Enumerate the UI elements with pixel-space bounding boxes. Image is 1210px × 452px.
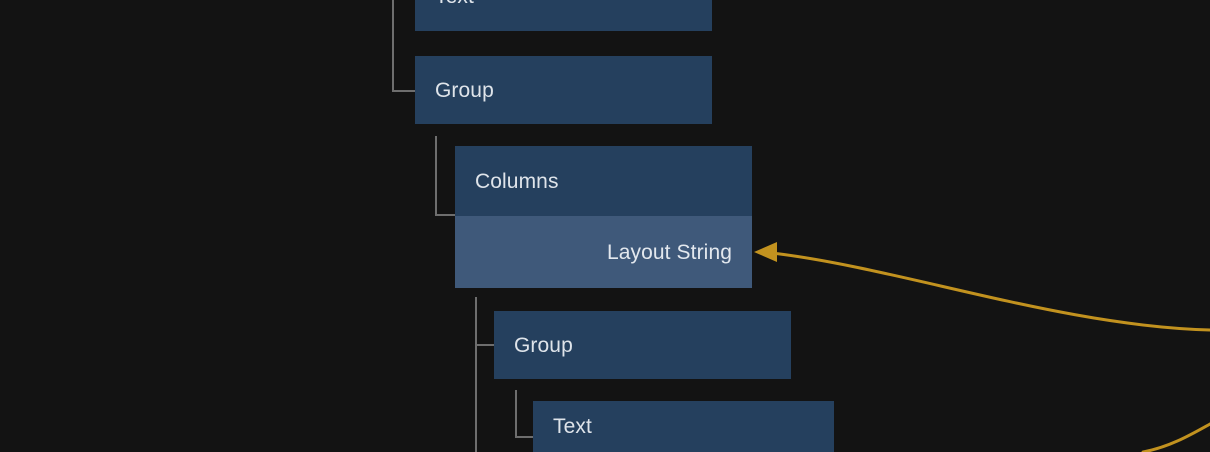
tree-node-text-top[interactable]: Text <box>415 0 712 31</box>
tree-node-label: Group <box>435 78 494 102</box>
arrow-to-layout-string-head <box>754 242 777 262</box>
arrow-to-layout-string <box>770 251 1210 332</box>
tree-node-label: Group <box>514 333 573 357</box>
tree-node-label: Columns <box>475 169 559 193</box>
tree-node-group-lower[interactable]: Group <box>494 311 791 379</box>
conn-lower-to-text <box>515 436 533 438</box>
conn-root-to-group <box>392 90 415 92</box>
conn-root-spine <box>392 0 394 92</box>
arrow-curve-bottom-right <box>1141 422 1210 452</box>
conn-lower-spine <box>515 390 517 438</box>
tree-node-field-layout-string[interactable]: Layout String <box>455 216 752 288</box>
conn-group-to-columns <box>435 214 455 216</box>
conn-columns-spine <box>475 297 477 452</box>
tree-node-label: Text <box>553 415 592 438</box>
conn-columns-to-group <box>475 344 494 346</box>
tree-node-columns[interactable]: Columns <box>455 146 752 216</box>
tree-node-field-label: Layout String <box>606 240 732 264</box>
tree-node-group-upper[interactable]: Group <box>415 56 712 124</box>
tree-node-text-bottom[interactable]: Text <box>533 401 834 452</box>
tree-node-label: Text <box>415 0 474 7</box>
conn-group-spine <box>435 136 437 216</box>
